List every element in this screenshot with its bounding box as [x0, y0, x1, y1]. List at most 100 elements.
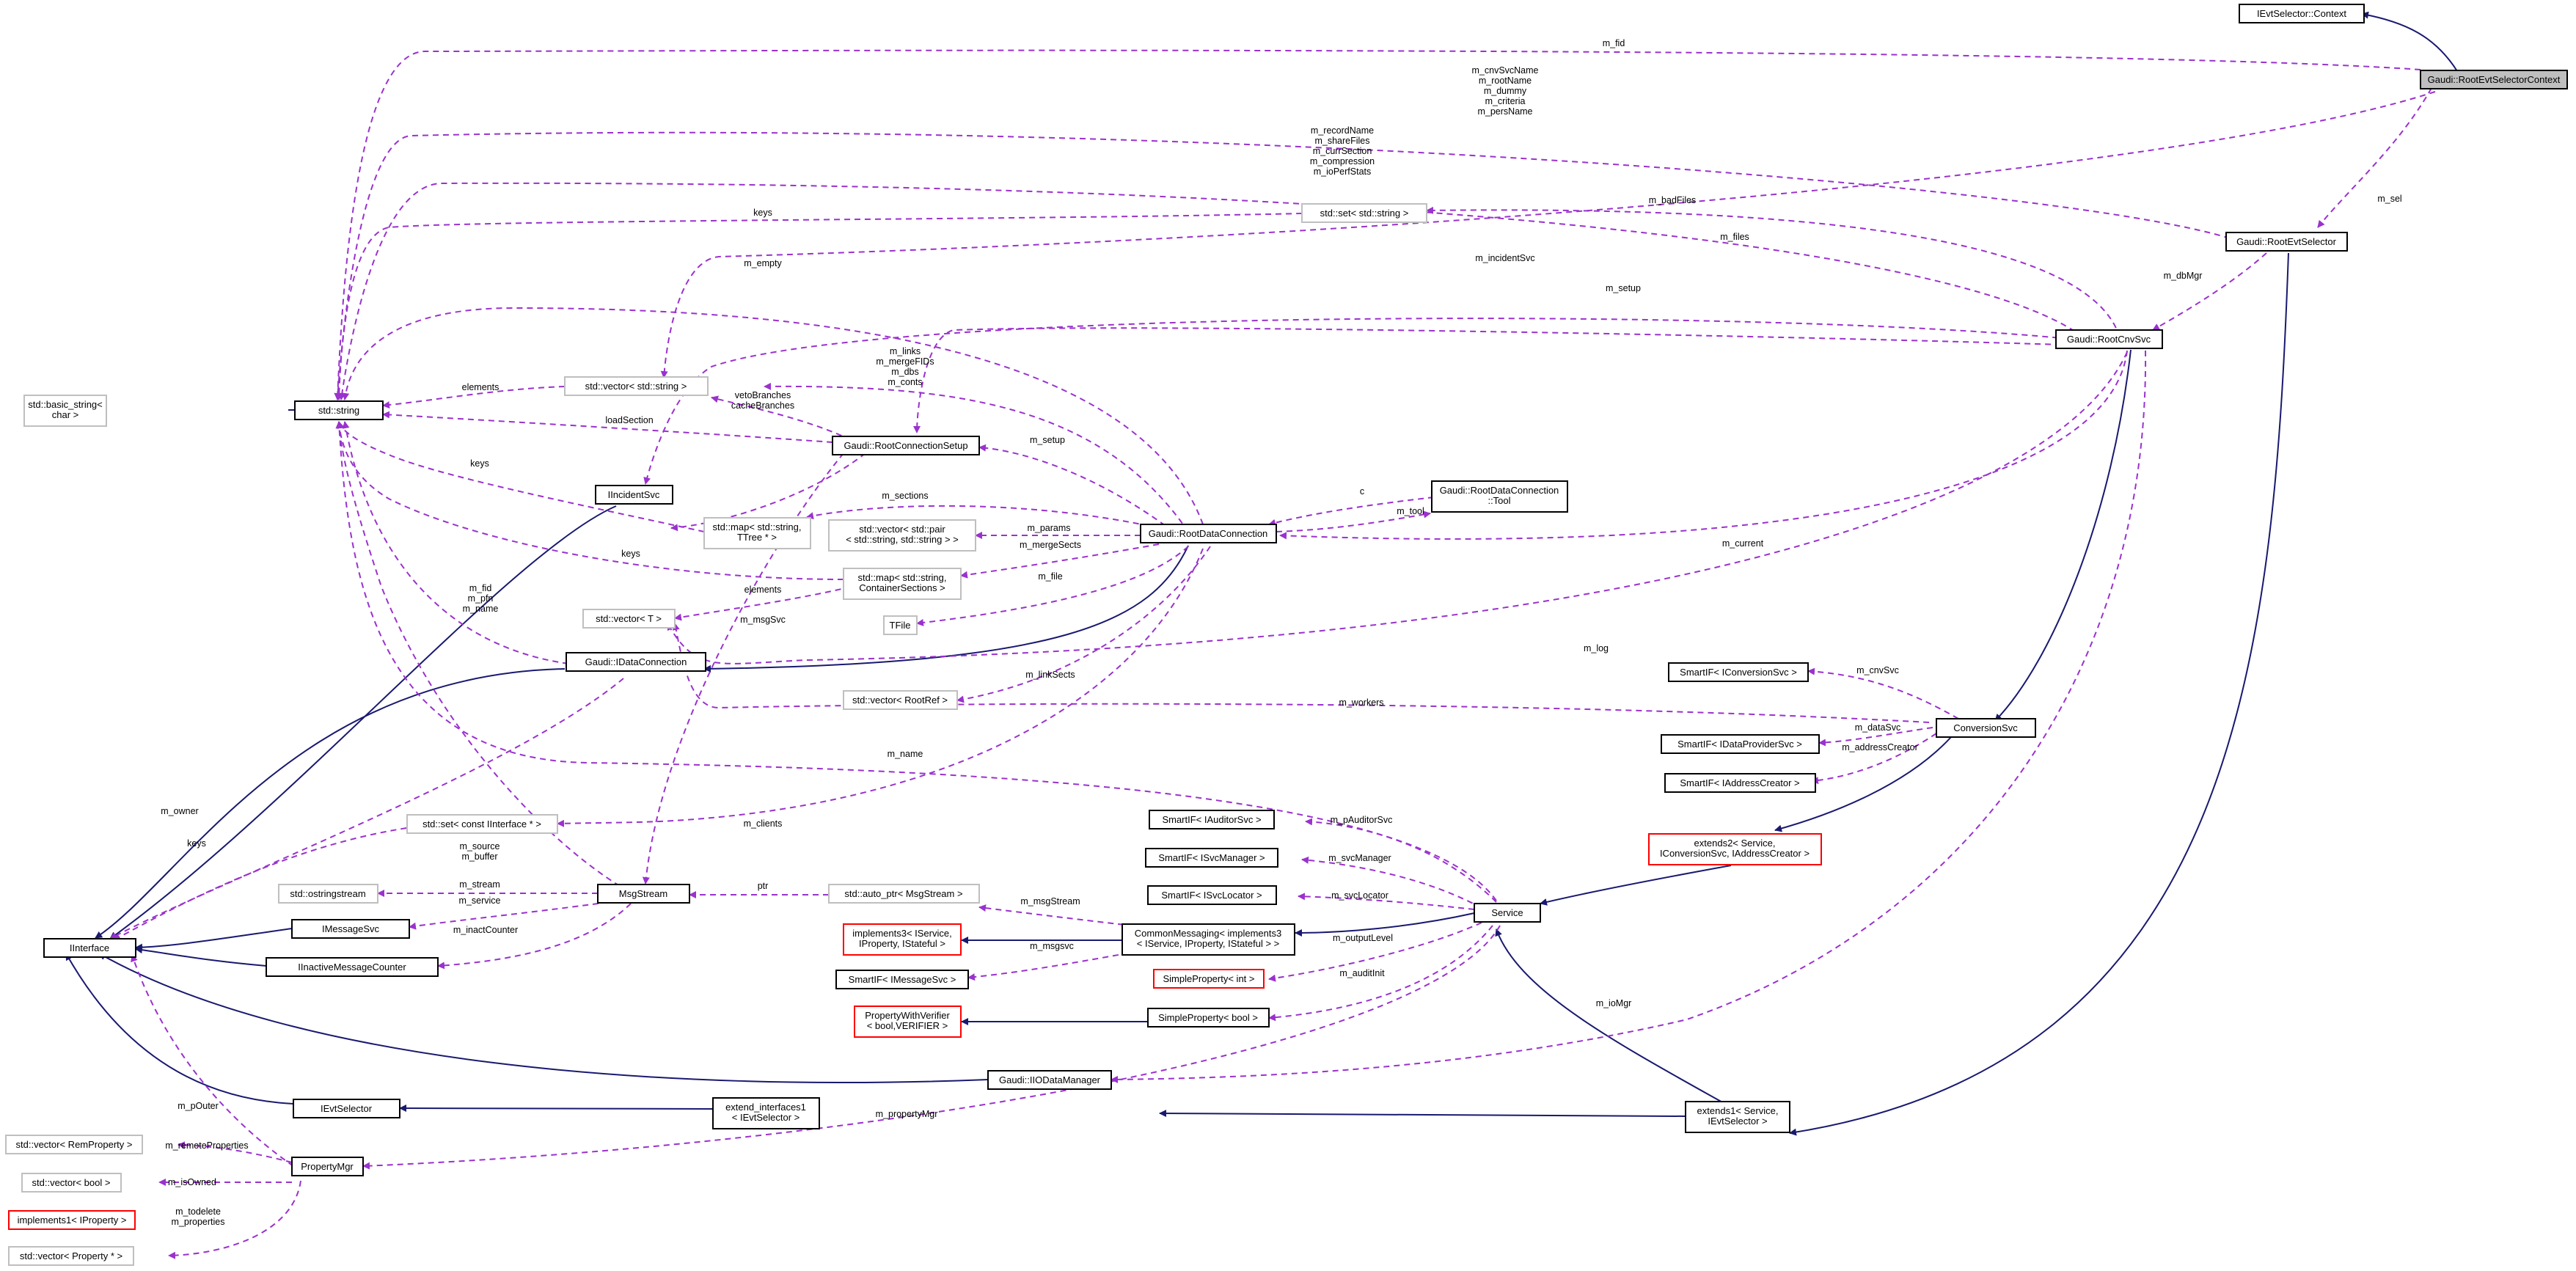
node-extends1[interactable]: extends1< Service,IEvtSelector > — [1685, 1101, 1790, 1133]
node-ostringstream[interactable]: std::ostringstream — [278, 884, 378, 904]
node-iinactivemessagecounter[interactable]: IInactiveMessageCounter — [266, 957, 439, 977]
edge-rootconnsetup-msgsvc — [642, 453, 844, 884]
node-map-ttree[interactable]: std::map< std::string,TTree * > — [703, 517, 811, 549]
node-rootevtselectorcontext[interactable]: Gaudi::RootEvtSelectorContext — [2420, 70, 2568, 89]
text-line: m_todelete — [175, 1206, 221, 1217]
node-vector-string[interactable]: std::vector< std::string > — [564, 376, 709, 396]
text-line: SmartIF< IAddressCreator > — [1680, 777, 1799, 788]
node-implements3[interactable]: implements3< IService,IProperty, IStatef… — [843, 923, 962, 956]
node-rootdataconnection[interactable]: Gaudi::RootDataConnection — [1140, 524, 1277, 543]
edge-extends2-to-service — [1540, 865, 1732, 906]
node-set-string[interactable]: std::set< std::string > — [1301, 203, 1427, 223]
label-m-linksects: m_linkSects — [1025, 670, 1075, 680]
text-line: m_params — [1027, 523, 1070, 533]
text-line: m_sel — [2377, 194, 2401, 204]
text-line: m_pOuter — [178, 1101, 219, 1111]
node-iinterface[interactable]: IInterface — [43, 938, 136, 958]
text-line: IEvtSelector > — [1708, 1116, 1767, 1127]
node-extend-interfaces1[interactable]: extend_interfaces1< IEvtSelector > — [712, 1097, 820, 1129]
node-extends2[interactable]: extends2< Service,IConversionSvc, IAddre… — [1648, 833, 1822, 865]
text-line: m_tool — [1397, 506, 1424, 516]
node-smartif-iaddresscreator[interactable]: SmartIF< IAddressCreator > — [1664, 773, 1816, 793]
edge-rootdataconn-sections — [806, 505, 1160, 529]
text-line: m_msgsvc — [1030, 941, 1074, 951]
edge-rootcnvsvc-log — [667, 351, 2128, 664]
node-commonmessaging[interactable]: CommonMessaging< implements3< IService, … — [1121, 923, 1295, 956]
node-set-iinterface[interactable]: std::set< const IInterface * > — [406, 814, 558, 834]
svg-text:IMessageSvc: IMessageSvc — [322, 923, 380, 934]
node-smartif-isvclocator[interactable]: SmartIF< ISvcLocator > — [1147, 885, 1277, 905]
text-line: < bool,VERIFIER > — [867, 1020, 948, 1031]
svg-text:std::vector< std::string >: std::vector< std::string > — [585, 381, 687, 392]
label-keys-d: keys — [187, 838, 206, 849]
svg-text:Gaudi::IIODataManager: Gaudi::IIODataManager — [999, 1074, 1101, 1085]
label-keys-b: keys — [470, 458, 489, 469]
text-line: m_buffer — [461, 851, 497, 862]
node-implements1[interactable]: implements1< IProperty > — [8, 1210, 136, 1230]
label-m-clients: m_clients — [744, 818, 783, 829]
text-line: keys — [470, 458, 489, 469]
text-line: m_isOwned — [168, 1177, 216, 1187]
text-line: extend_interfaces1 — [725, 1102, 806, 1113]
label-m-owner: m_owner — [161, 806, 198, 816]
node-vector-remproperty[interactable]: std::vector< RemProperty > — [5, 1135, 143, 1154]
text-line: SmartIF< IMessageSvc > — [849, 974, 956, 985]
node-ievtselector-context[interactable]: IEvtSelector::Context — [2239, 4, 2365, 23]
node-tfile[interactable]: TFile — [883, 615, 918, 635]
node-smartif-iconversionsvc[interactable]: SmartIF< IConversionSvc > — [1668, 662, 1809, 682]
text-line: Gaudi::RootDataConnection — [1149, 528, 1268, 539]
node-iincidentsvc[interactable]: IIncidentSvc — [595, 485, 673, 505]
node-vector-bool[interactable]: std::vector< bool > — [21, 1173, 122, 1193]
node-idataconnection[interactable]: Gaudi::IDataConnection — [566, 652, 706, 672]
node-smartif-idataproviders[interactable]: SmartIF< IDataProviderSvc > — [1661, 734, 1820, 754]
text-line: m_dummy — [1484, 86, 1527, 96]
text-line: m_fid — [1603, 38, 1625, 48]
node-propertymgr[interactable]: PropertyMgr — [291, 1157, 364, 1176]
node-propertywithverifier[interactable]: PropertyWithVerifier< bool,VERIFIER > — [854, 1006, 962, 1038]
label-m-msgsvc: m_msgSvc — [740, 615, 786, 625]
svg-text:Gaudi::RootEvtSelector: Gaudi::RootEvtSelector — [2236, 236, 2337, 247]
node-smartif-isvcmanager[interactable]: SmartIF< ISvcManager > — [1145, 848, 1278, 868]
node-service[interactable]: Service — [1474, 903, 1541, 923]
node-std-basic-string[interactable]: std::basic_string<char > — [23, 395, 107, 427]
node-smartif-iauditorsvc[interactable]: SmartIF< IAuditorSvc > — [1149, 810, 1275, 829]
label-keys-c: keys — [621, 549, 640, 559]
node-std-string[interactable]: std::string — [294, 400, 384, 420]
node-auto-ptr-msgstream[interactable]: std::auto_ptr< MsgStream > — [828, 884, 980, 904]
text-line: ContainerSections > — [859, 582, 945, 593]
node-simpleproperty-int[interactable]: SimpleProperty< int > — [1153, 969, 1265, 989]
node-simpleproperty-bool[interactable]: SimpleProperty< bool > — [1147, 1008, 1270, 1028]
svg-text:extend_interfaces1< IEvtSelect: extend_interfaces1< IEvtSelector > — [725, 1102, 806, 1123]
svg-text:Gaudi::RootConnectionSetup: Gaudi::RootConnectionSetup — [844, 440, 967, 451]
node-vector-property[interactable]: std::vector< Property * > — [8, 1246, 134, 1266]
node-iiodatamanager[interactable]: Gaudi::IIODataManager — [987, 1070, 1112, 1090]
text-line: std::ostringstream — [290, 888, 365, 899]
node-rootcnvsvc[interactable]: Gaudi::RootCnvSvc — [2055, 329, 2163, 349]
text-line: std::vector< std::pair — [859, 524, 945, 535]
node-ievtselector[interactable]: IEvtSelector — [293, 1099, 400, 1118]
node-smartif-imessagesvc[interactable]: SmartIF< IMessageSvc > — [835, 970, 969, 989]
node-conversionsvc[interactable]: ConversionSvc — [1936, 718, 2036, 738]
label-elements-a: elements — [462, 382, 500, 392]
node-rootevtselector[interactable]: Gaudi::RootEvtSelector — [2225, 232, 2348, 252]
node-msgstream[interactable]: MsgStream — [597, 884, 690, 904]
node-rootdataconnection-tool[interactable]: Gaudi::RootDataConnection::Tool — [1431, 480, 1568, 513]
node-imessagesvc[interactable]: IMessageSvc — [291, 919, 410, 939]
text-line: IConversionSvc, IAddressCreator > — [1660, 848, 1810, 859]
edge-rootevtsel-to-extends1 — [1789, 252, 2289, 1136]
edge-rootevtsel-dbmgr — [2152, 252, 2267, 331]
svg-text:Service: Service — [1491, 907, 1523, 918]
node-vector-t[interactable]: std::vector< T > — [582, 609, 676, 629]
edge-conversionsvc-to-extends2 — [1774, 736, 1952, 832]
svg-text:std::string: std::string — [318, 405, 359, 416]
text-line: std::map< std::string, — [712, 521, 801, 532]
edge-rootdataconn-linksects — [956, 546, 1211, 703]
edge-service-auditinit — [1268, 925, 1493, 1022]
text-line: Gaudi::RootEvtSelector — [2236, 236, 2337, 247]
node-vector-pair[interactable]: std::vector< std::pair< std::string, std… — [828, 519, 976, 552]
node-rootconnectionsetup[interactable]: Gaudi::RootConnectionSetup — [832, 436, 980, 455]
svg-text:implements1< IProperty >: implements1< IProperty > — [18, 1215, 127, 1226]
node-vector-rootref[interactable]: std::vector< RootRef > — [843, 690, 958, 710]
node-map-containersections[interactable]: std::map< std::string,ContainerSections … — [843, 568, 962, 600]
